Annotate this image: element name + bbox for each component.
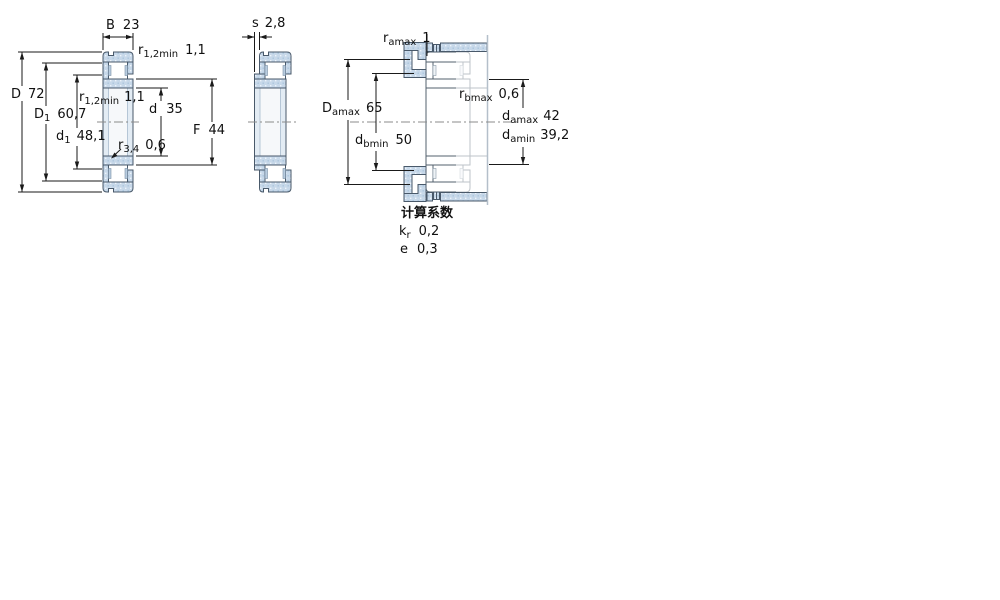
mounted-view-section <box>350 35 517 205</box>
front-view-upper-half <box>102 51 134 89</box>
front-view-section <box>97 51 139 193</box>
ghost-shaft-region <box>456 35 488 205</box>
side-view-section <box>248 51 297 193</box>
front-view-dimensions <box>18 33 217 193</box>
side-view-dimensions <box>242 32 272 72</box>
side-view-upper-half <box>254 51 292 89</box>
mounted-view-abutments-upper <box>403 42 488 78</box>
calculation-factors-title: 计算系数 <box>401 206 454 221</box>
mounted-view-dimensions <box>344 34 529 185</box>
